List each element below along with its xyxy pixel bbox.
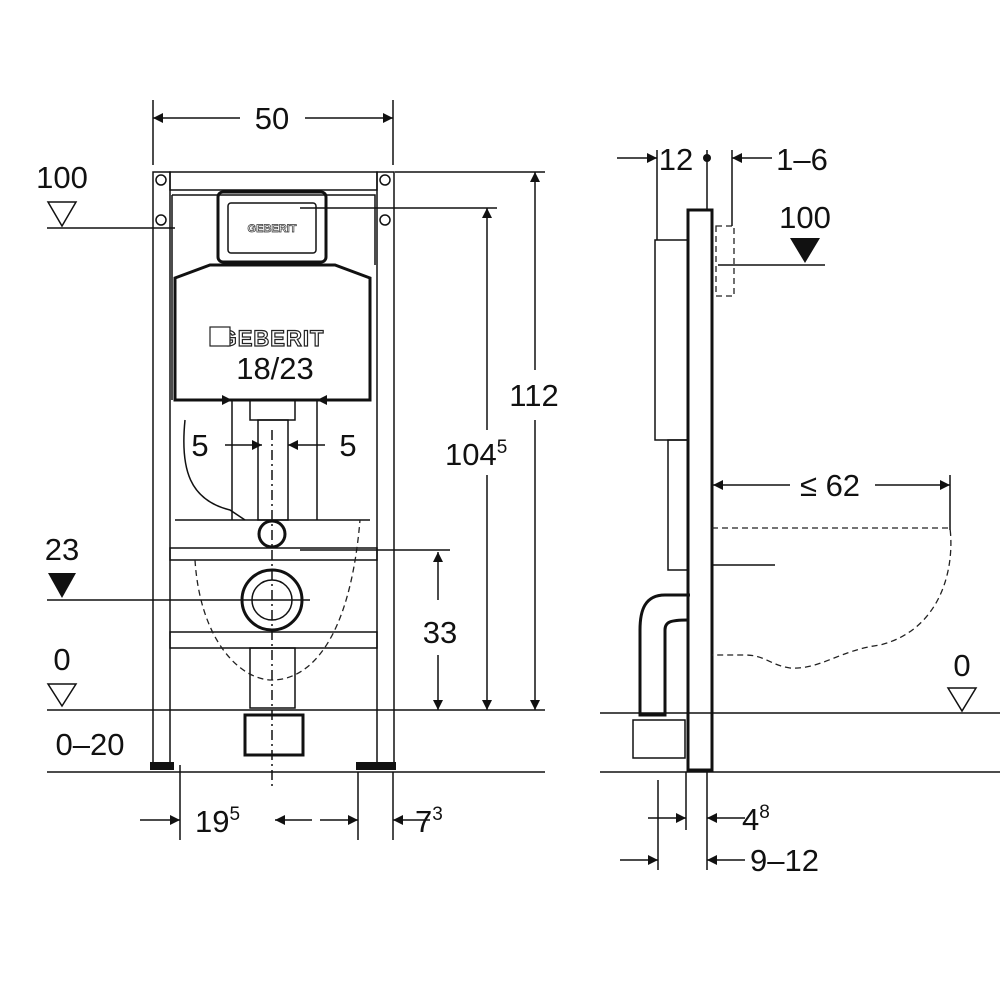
side-level-marker-floor: 0 [946,648,978,713]
width-label: 50 [255,101,289,136]
dimension-bowl-projection: ≤ 62 [713,468,951,530]
total-height-label: 112 [509,378,558,413]
mounting-frame [150,171,396,770]
bowl-projection-label: ≤ 62 [800,468,860,503]
side-frame [632,208,952,772]
offset-left-label: 5 [191,428,208,463]
mount-height-label: 1045 [445,437,507,472]
offset-right-label: 5 [339,428,356,463]
actuator-plate: GEBERIT [216,190,328,264]
wall-depth-label: 9–12 [750,843,819,878]
actuator-brand-label: GEBERIT [248,223,297,235]
leg-offset-label: 73 [415,804,443,839]
dimension-offsets: 5 5 [191,395,357,520]
dimension-total-height: 112 [395,171,559,710]
drain-height-label: 33 [423,615,457,650]
level-marker-top: 100 [36,160,175,229]
side-view: 12 1–6 100 ≤ 62 0 48 9–12 [600,142,1000,878]
level-floor-label: 0 [53,642,70,677]
side-level-top-label: 100 [779,200,831,235]
dimension-bottom-depths: 48 9–12 [620,772,819,878]
drain-connection [194,430,361,790]
level-inlet-label: 23 [45,532,79,567]
front-view: GEBERIT 18/23 GEBERIT 50 [36,100,559,840]
level-top-label: 100 [36,160,88,195]
side-level-floor-label: 0 [953,648,970,683]
dimension-drain-height: 33 [300,549,457,710]
panel-depth-label: 48 [742,802,770,837]
dimension-depth-top: 12 1–6 [617,142,828,240]
level-marker-floor: 0 [46,642,78,708]
dimension-legs: 195 73 [140,765,443,840]
leg-spacing-label: 195 [195,804,240,839]
side-level-marker-top: 100 [718,200,831,266]
brand-logo-square [209,326,231,347]
cistern: GEBERIT 18/23 [171,194,376,521]
dimension-width: 50 [152,100,394,165]
cistern-brand-label: GEBERIT [220,326,325,351]
floor-range-label: 0–20 [56,727,125,762]
depth-top-label: 12 [659,142,693,177]
level-marker-inlet: 23 [45,532,310,601]
dimension-mount-height: 1045 [300,207,507,710]
cistern-model-label: 18/23 [236,351,314,386]
wall-gap-label: 1–6 [776,142,828,177]
